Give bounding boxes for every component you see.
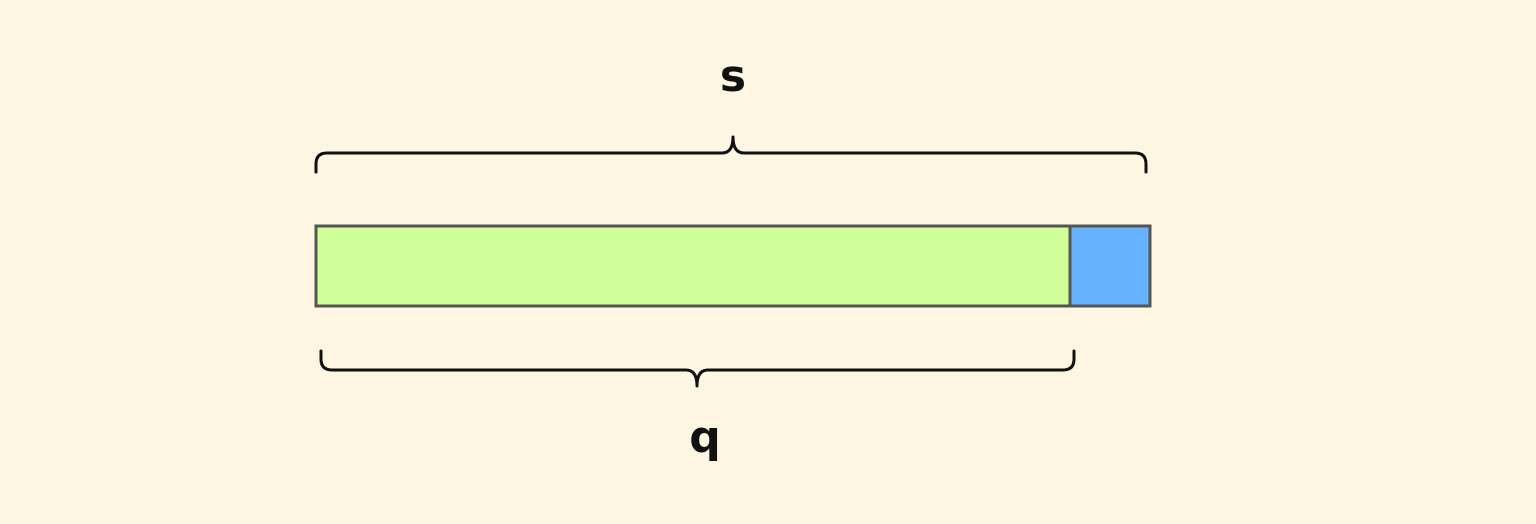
top-label: s xyxy=(720,51,746,102)
segment-main xyxy=(314,224,1072,308)
segment-end xyxy=(1068,224,1152,308)
top-brace xyxy=(314,135,1148,174)
bottom-brace xyxy=(319,349,1076,388)
bottom-label: q xyxy=(689,412,721,463)
